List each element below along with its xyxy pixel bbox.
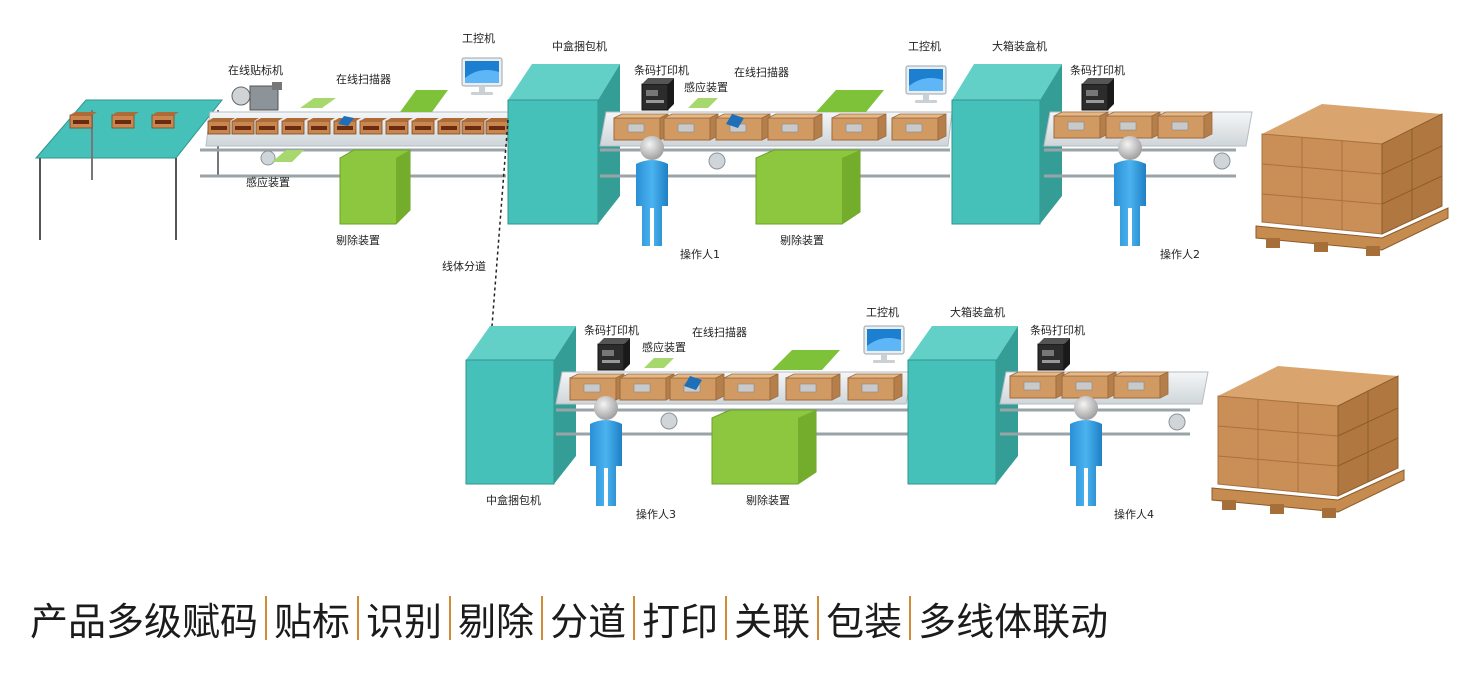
feature-item: 打印: [642, 599, 719, 644]
label-scanner-2: 在线扫描器: [734, 66, 789, 79]
label-operator-4: 操作人4: [1114, 508, 1154, 521]
feature-separator: [541, 596, 544, 640]
label-printer-2: 条码打印机: [1070, 64, 1125, 77]
label-casepacker-2: 大箱装盒机: [950, 306, 1005, 319]
feature-item: 包装: [826, 599, 903, 644]
ipc-monitor-3: [863, 325, 905, 364]
label-casepacker-1: 大箱装盒机: [992, 40, 1047, 53]
case-packer-machine-2: [907, 326, 1018, 485]
operator-figure-2: [1114, 136, 1146, 246]
label-operator-2: 操作人2: [1160, 248, 1200, 261]
label-diverter: 线体分道: [442, 260, 486, 273]
ipc-monitor-1: [461, 57, 503, 96]
label-labeler: 在线贴标机: [228, 64, 283, 77]
label-printer-1: 条码打印机: [634, 64, 689, 77]
bundler-machine-2: [465, 326, 576, 485]
printer-device-1: [641, 77, 675, 111]
conveyor-upper-3: [1043, 111, 1253, 178]
reject-bin-1: [339, 149, 411, 225]
green-cover-1: [400, 90, 448, 112]
conveyor-lower-2: [999, 371, 1209, 436]
label-ipc-2: 工控机: [908, 40, 941, 53]
scanner-pad-1: [300, 98, 336, 108]
label-operator-1: 操作人1: [680, 248, 720, 261]
printer-device-2: [1081, 77, 1115, 111]
labeler-machine: [231, 82, 282, 111]
feature-tagline: 产品多级赋码 贴标 识别 剔除 分道 打印 关联 包装 多线体联动: [30, 588, 1108, 648]
label-printer-4: 条码打印机: [1030, 324, 1085, 337]
bundler-machine-1: [507, 64, 620, 225]
label-reject-3: 剔除装置: [746, 494, 790, 507]
feature-separator: [633, 596, 636, 640]
feature-separator: [817, 596, 820, 640]
feature-item: 产品多级赋码: [30, 599, 259, 644]
sensor-plate-1: [272, 150, 304, 162]
label-sensor-3: 感应装置: [642, 341, 686, 354]
sensor-plate-2: [688, 98, 718, 108]
feature-item: 识别: [366, 599, 443, 644]
label-printer-3: 条码打印机: [584, 324, 639, 337]
printer-device-3: [597, 337, 631, 371]
feature-separator: [909, 596, 912, 640]
scanner-head-3: [684, 376, 702, 390]
ipc-monitor-2: [905, 65, 947, 104]
feature-separator: [725, 596, 728, 640]
sensor-plate-3: [644, 358, 674, 368]
operator-figure-3: [590, 396, 622, 506]
scanner-head-2: [726, 114, 744, 128]
label-bundler-2: 中盒捆包机: [486, 494, 541, 507]
case-packer-machine-1: [951, 64, 1062, 225]
label-operator-3: 操作人3: [636, 508, 676, 521]
label-reject-2: 剔除装置: [780, 234, 824, 247]
label-scanner-3: 在线扫描器: [692, 326, 747, 339]
feature-item: 分道: [550, 599, 627, 644]
label-reject-1: 剔除装置: [336, 234, 380, 247]
production-line-diagram: [34, 57, 1449, 519]
label-scanner-1: 在线扫描器: [336, 73, 391, 86]
feature-separator: [357, 596, 360, 640]
feed-table: [34, 99, 224, 240]
feature-separator: [449, 596, 452, 640]
feature-item: 关联: [734, 599, 811, 644]
label-ipc-3: 工控机: [866, 306, 899, 319]
green-cover-2: [816, 90, 884, 112]
feature-item: 多线体联动: [918, 599, 1109, 644]
diverter-dashed-line: [491, 119, 509, 327]
printer-device-4: [1037, 337, 1071, 371]
feature-item: 剔除: [458, 599, 535, 644]
label-ipc-1: 工控机: [462, 32, 495, 45]
pallet-stack-2: [1211, 365, 1405, 519]
green-cover-3: [772, 350, 840, 370]
operator-figure-1: [636, 136, 668, 246]
scanner-head-1: [338, 116, 354, 126]
label-bundler-1: 中盒捆包机: [552, 40, 607, 53]
feature-separator: [265, 596, 268, 640]
operator-figure-4: [1070, 396, 1102, 506]
reject-bin-2: [755, 149, 861, 225]
reject-bin-3: [711, 409, 817, 485]
label-sensor-2: 感应装置: [684, 81, 728, 94]
pallet-stack-1: [1255, 103, 1449, 257]
feature-item: 贴标: [274, 599, 351, 644]
label-sensor-1: 感应装置: [246, 176, 290, 189]
